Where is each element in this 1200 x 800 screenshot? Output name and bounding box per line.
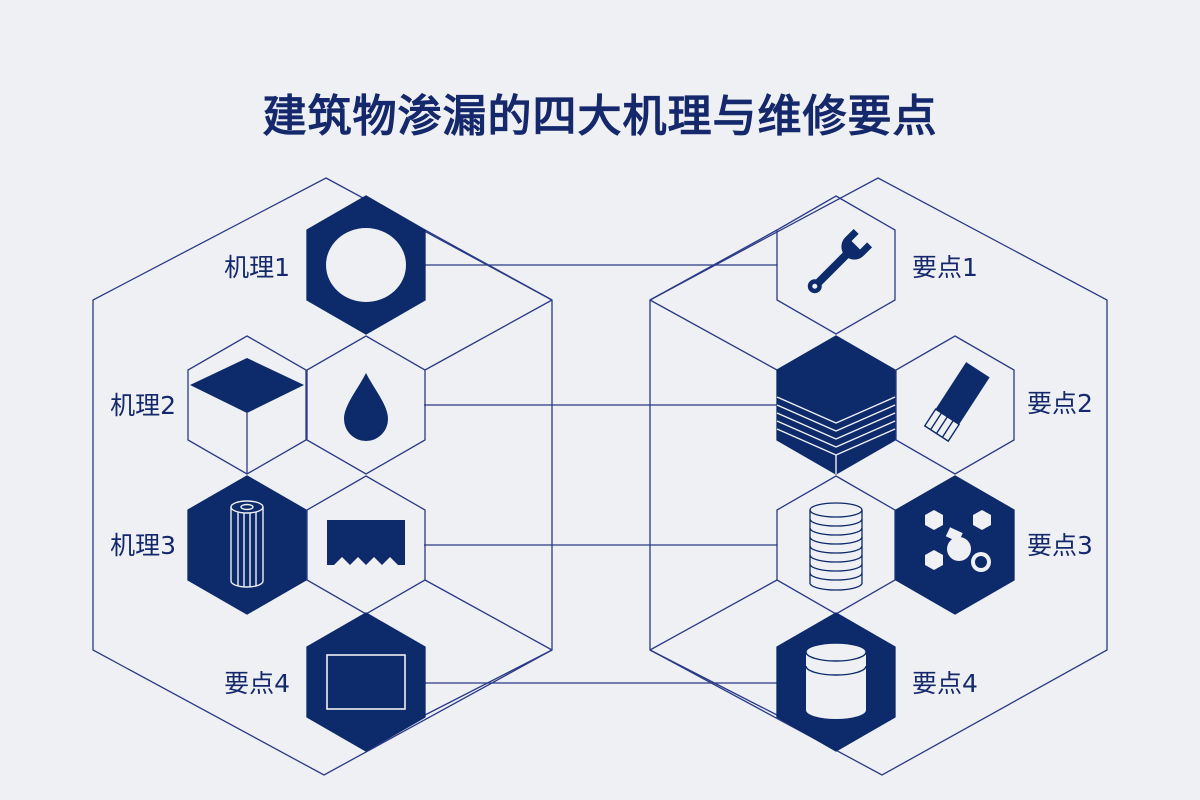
label-point-1: 要点1 — [912, 253, 978, 282]
label-point-2: 要点2 — [1027, 389, 1093, 418]
hex-mechanism-2b — [306, 335, 426, 475]
hex-point-3a — [776, 475, 896, 615]
inner-lines — [424, 229, 778, 716]
hex-point-2b — [895, 335, 1015, 475]
water-drop-icon — [344, 373, 388, 441]
label-mechanism-3: 机理3 — [110, 531, 176, 560]
label-mechanism-2: 机理2 — [110, 391, 176, 420]
hex-mechanism-3a — [187, 475, 307, 615]
wrench-icon — [807, 228, 873, 294]
layers-icon — [776, 396, 896, 474]
label-left-point-4: 要点4 — [224, 669, 290, 698]
bolts-nuts-icon — [925, 510, 991, 572]
disc-stack-icon — [809, 502, 863, 591]
hex-mechanism-4 — [306, 612, 426, 752]
serrated-block-icon — [327, 520, 405, 565]
ring-icon — [326, 228, 406, 302]
brush-icon — [923, 362, 990, 443]
hex-point-1 — [776, 195, 896, 335]
cylinder-icon — [230, 500, 264, 588]
rectangle-icon — [326, 654, 406, 710]
label-point-3: 要点3 — [1027, 531, 1093, 560]
page-title: 建筑物渗漏的四大机理与维修要点 — [262, 91, 938, 142]
connector-lines — [424, 264, 777, 684]
cube-icon — [190, 358, 304, 474]
label-point-4: 要点4 — [912, 669, 978, 698]
label-mechanism-1: 机理1 — [224, 253, 290, 282]
jar-icon — [805, 642, 867, 719]
